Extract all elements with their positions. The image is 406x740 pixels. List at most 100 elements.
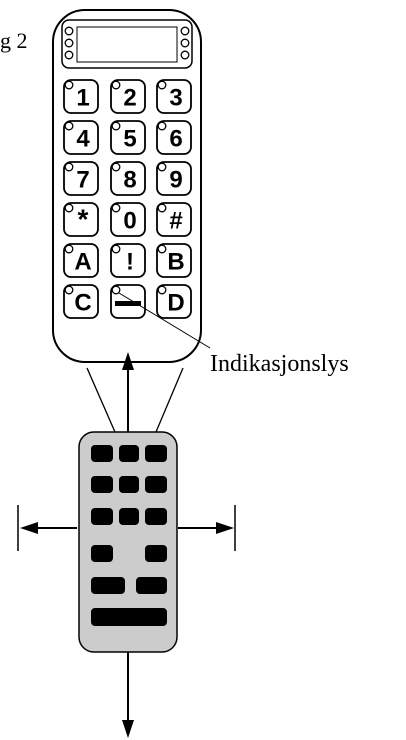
key-label: 3 [169, 85, 182, 112]
key-frame [156, 243, 192, 278]
key-indicator-led [111, 121, 121, 131]
handset-button [119, 476, 139, 493]
arrow-right [178, 505, 236, 551]
handset-button [91, 476, 113, 493]
key-A[interactable]: A [63, 243, 99, 278]
key-frame [156, 161, 192, 196]
key-4[interactable]: 4 [63, 120, 99, 155]
handset-button [91, 508, 113, 525]
key-5[interactable]: 5 [110, 120, 146, 155]
display-led [180, 38, 190, 48]
handset-button [91, 445, 113, 462]
key-C[interactable]: C [63, 284, 99, 319]
key-3[interactable]: 3 [156, 79, 192, 114]
key-frame [156, 79, 192, 114]
display-led [180, 50, 190, 60]
key-frame [63, 202, 99, 237]
key-—[interactable] [110, 284, 146, 319]
key-label: 1 [76, 85, 89, 112]
key-label: 0 [123, 208, 136, 235]
key-indicator-led [157, 285, 167, 295]
key-indicator-led [157, 80, 167, 90]
key-label: B [167, 249, 184, 276]
keypad-display [61, 19, 193, 69]
key-9[interactable]: 9 [156, 161, 192, 196]
key-![interactable]: ! [110, 243, 146, 278]
key-indicator-led [64, 203, 74, 213]
key-frame [156, 120, 192, 155]
signal-line-right [155, 367, 184, 433]
key-frame [110, 202, 146, 237]
key-frame [63, 243, 99, 278]
key-frame [110, 79, 146, 114]
handset-button [145, 545, 167, 562]
key-frame [156, 202, 192, 237]
key-frame [63, 161, 99, 196]
indicator-label: Indikasjonslys [210, 351, 349, 377]
handset-button [145, 476, 167, 493]
key-frame [156, 284, 192, 319]
key-6[interactable]: 6 [156, 120, 192, 155]
key-7[interactable]: 7 [63, 161, 99, 196]
key-0[interactable]: 0 [110, 202, 146, 237]
key-frame [110, 243, 146, 278]
key-indicator-led [111, 244, 121, 254]
key-indicator-led [111, 162, 121, 172]
key-label: 6 [169, 126, 182, 153]
handset-button [91, 545, 113, 562]
display-led [180, 26, 190, 36]
key-label: 4 [76, 126, 90, 153]
display-led [64, 50, 74, 60]
key-indicator-led [64, 162, 74, 172]
key-label: 5 [123, 126, 136, 153]
key-label: 9 [169, 167, 182, 194]
signal-line-left [86, 367, 116, 433]
key-label: 8 [123, 167, 136, 194]
key-label: D [167, 290, 184, 317]
key-indicator-led [157, 203, 167, 213]
key-label: ! [126, 249, 134, 276]
key-indicator-led [64, 80, 74, 90]
key-label [115, 301, 141, 306]
key-indicator-led [64, 285, 74, 295]
handset [78, 431, 178, 653]
key-indicator-led [111, 203, 121, 213]
key-label: # [169, 208, 182, 235]
key-2[interactable]: 2 [110, 79, 146, 114]
key-frame [110, 120, 146, 155]
display-led [64, 26, 74, 36]
figure-label: g 2 [0, 28, 28, 53]
display-window [76, 26, 178, 63]
handset-button [145, 445, 167, 462]
handset-button [119, 508, 139, 525]
key-frame [63, 284, 99, 319]
arrow-up [122, 352, 134, 432]
key-frame [63, 120, 99, 155]
handset-wide-button [91, 608, 167, 626]
key-8[interactable]: 8 [110, 161, 146, 196]
key-label: C [74, 290, 91, 317]
key-D[interactable]: D [156, 284, 192, 319]
arrow-down [122, 652, 134, 738]
key-1[interactable]: 1 [63, 79, 99, 114]
handset-button [119, 445, 139, 462]
handset-button [136, 577, 167, 594]
display-led [64, 38, 74, 48]
key-B[interactable]: B [156, 243, 192, 278]
key-label: A [74, 249, 91, 276]
key-label: * [78, 204, 89, 235]
key-indicator-led [157, 121, 167, 131]
indicator-callout-line [118, 292, 211, 349]
key-frame [63, 79, 99, 114]
key-indicator-led [111, 285, 121, 295]
key-label: 7 [76, 167, 89, 194]
key-indicator-led [111, 80, 121, 90]
key-*[interactable]: * [63, 202, 99, 237]
key-indicator-led [64, 121, 74, 131]
key-#[interactable]: # [156, 202, 192, 237]
key-frame [110, 161, 146, 196]
handset-button [91, 577, 125, 594]
handset-button [145, 508, 167, 525]
